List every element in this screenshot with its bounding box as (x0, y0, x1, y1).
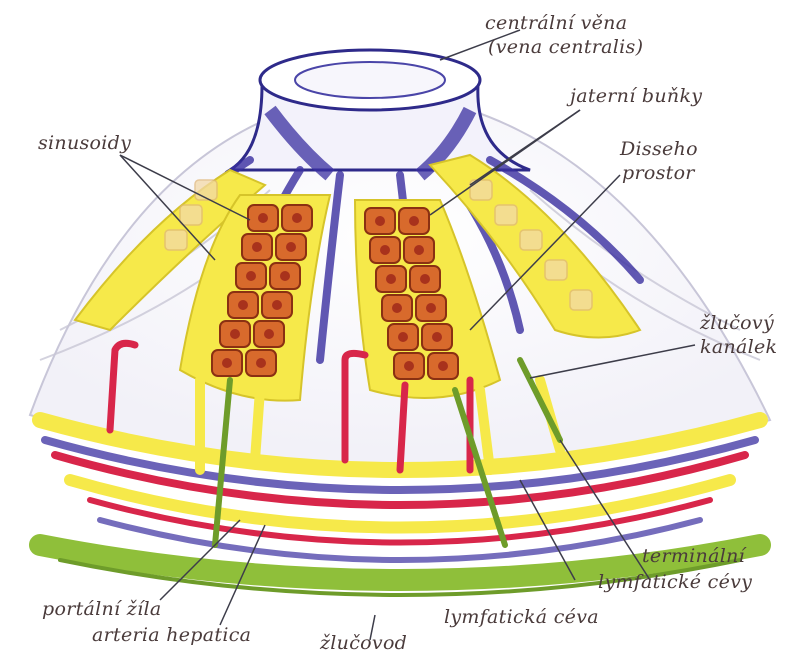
label-bile-duct: žlučovod (320, 632, 407, 654)
label-central-vein-2: (vena centralis) (488, 36, 643, 58)
label-lymph-vessel: lymfatická céva (444, 606, 599, 628)
label-portal-vein: portální žíla (42, 598, 161, 620)
central-vein (230, 50, 530, 175)
label-disse-2: prostor (622, 162, 695, 184)
label-central-vein-1: centrální věna (485, 12, 627, 34)
label-lymph-terminal-2: lymfatické cévy (598, 571, 752, 593)
label-hepatocytes: jaterní buňky (570, 85, 702, 107)
label-hepatic-artery: arteria hepatica (92, 624, 251, 646)
label-bile-canal-2: kanálek (700, 336, 777, 358)
label-lymph-terminal-1: terminální (642, 545, 745, 567)
label-disse-1: Disseho (620, 138, 698, 160)
label-bile-canal-1: žlučový (700, 312, 774, 334)
label-sinusoids: sinusoidy (38, 132, 131, 154)
